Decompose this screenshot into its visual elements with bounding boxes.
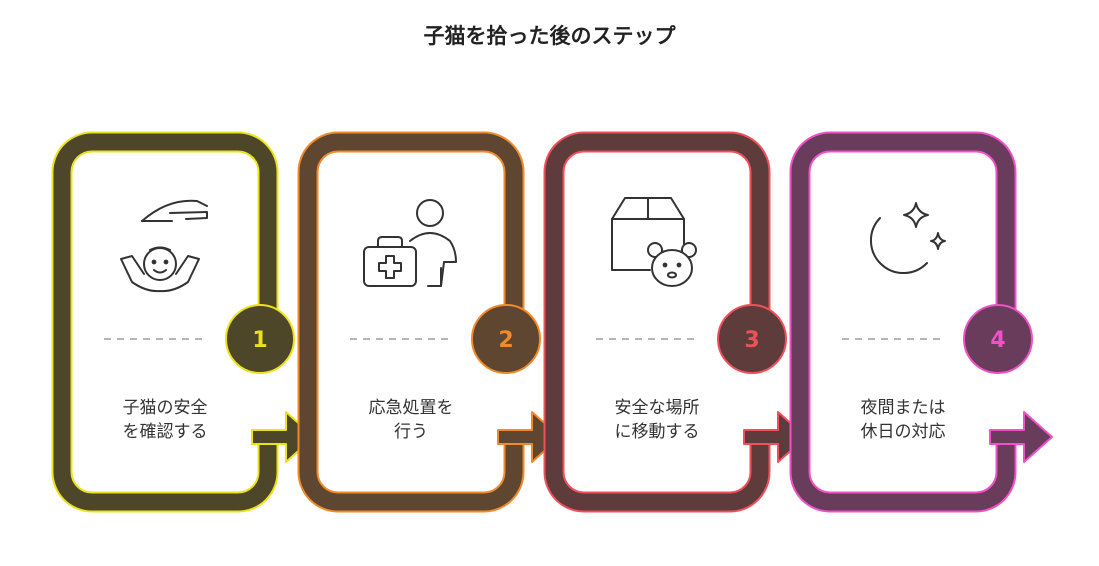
step-3: 3 安全な場所 に移動する — [543, 131, 807, 513]
step-2-label-line2: 行う — [394, 422, 428, 442]
box-with-animal-icon — [611, 197, 697, 287]
first-aid-kit-person-icon — [363, 199, 457, 287]
step-2-label-line1: 応急処置を — [369, 398, 454, 418]
step-4-label-line1: 夜間または — [861, 398, 946, 418]
step-1-number: 1 — [252, 328, 267, 353]
step-3-frame — [543, 131, 771, 513]
step-1-label-line2: を確認する — [123, 422, 208, 442]
moon-stars-icon — [870, 202, 946, 274]
step-4: 4 夜間または 休日の対応 — [789, 131, 1053, 513]
step-3-badge — [717, 304, 787, 374]
step-4-badge — [963, 304, 1033, 374]
step-4-number: 4 — [990, 328, 1005, 353]
step-3-number: 3 — [744, 328, 759, 353]
step-4-frame — [789, 131, 1017, 513]
step-4-label-line2: 休日の対応 — [861, 422, 946, 442]
step-1: 1 子猫の安全 を確認する — [51, 131, 315, 513]
step-2-number: 2 — [498, 328, 513, 353]
step-3-label-line1: 安全な場所 — [615, 398, 700, 418]
step-2: 2 応急処置を 行う — [297, 131, 561, 513]
step-2-frame — [297, 131, 525, 513]
step-1-badge — [225, 304, 295, 374]
step-4-arrow — [989, 411, 1053, 463]
step-2-badge — [471, 304, 541, 374]
step-1-frame — [51, 131, 279, 513]
step-3-label-line2: に移動する — [615, 422, 700, 442]
step-1-label-line1: 子猫の安全 — [123, 398, 208, 418]
page-title: 子猫を拾った後のステップ — [423, 24, 676, 48]
hand-over-child-icon — [120, 199, 208, 293]
